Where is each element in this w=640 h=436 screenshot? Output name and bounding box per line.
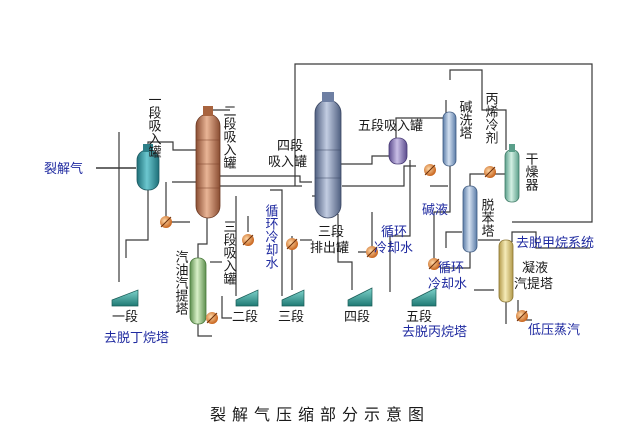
compressor-stage5 bbox=[411, 287, 437, 307]
stage2-suction-drum bbox=[195, 106, 221, 219]
stage3-discharge-drum bbox=[314, 92, 342, 219]
dryer-vessel bbox=[504, 144, 520, 203]
stage4-drum-label-line2: 吸入罐 bbox=[268, 155, 307, 170]
cracked-gas-label: 裂解气 bbox=[44, 161, 83, 177]
piping bbox=[96, 63, 593, 337]
cooling-water-c-label-line2: 冷却水 bbox=[428, 277, 467, 292]
cooler-icon bbox=[206, 312, 218, 324]
cooler-icon bbox=[484, 166, 496, 178]
debenzene-tower-label: 脱苯塔 bbox=[479, 198, 495, 237]
comp-stage3-label: 三段 bbox=[278, 310, 304, 325]
diagram-title: 裂解气压缩部分示意图 bbox=[210, 405, 430, 424]
cooler-icon bbox=[286, 238, 298, 250]
caustic-wash-tower bbox=[442, 111, 457, 167]
labels: 裂解气 一段吸入罐 二段吸入罐 三段吸入罐 汽油汽提塔 循环冷却水 碱洗塔 丙烯… bbox=[44, 92, 594, 424]
condensate-stripper-label-line1: 凝液 bbox=[522, 260, 548, 276]
comp-stage5-label: 五段 bbox=[406, 310, 432, 325]
vessels bbox=[136, 92, 520, 325]
compressor-stages bbox=[111, 287, 437, 307]
stage4-drum-label-line1: 四段 bbox=[277, 139, 303, 154]
comp-stage2-label: 二段 bbox=[232, 310, 258, 325]
cooling-water-c-label-line1: 循环 bbox=[438, 261, 464, 276]
stage3-discharge-label-line2: 排出罐 bbox=[310, 241, 349, 256]
stage1-suction-drum bbox=[136, 144, 160, 191]
stage1-drum-label: 一段吸入罐 bbox=[146, 93, 162, 158]
to-depropanizer-label: 去脱丙烷塔 bbox=[402, 325, 467, 340]
cooling-water-b-label-line1: 循环 bbox=[381, 225, 407, 240]
coolers bbox=[160, 164, 528, 324]
stage3-discharge-label-line1: 三段 bbox=[318, 225, 344, 240]
compressor-stage1 bbox=[111, 289, 139, 307]
cooler-icon bbox=[428, 258, 440, 270]
propylene-refrigerant-label: 丙烯冷剂 bbox=[483, 92, 499, 144]
cooler-icon bbox=[424, 164, 436, 176]
stage5-drum-label: 五段吸入罐 bbox=[358, 119, 423, 134]
cooler-icon bbox=[160, 216, 172, 228]
comp-stage4-label: 四段 bbox=[344, 310, 370, 325]
condensate-stripper bbox=[498, 239, 514, 303]
to-debutanizer-label: 去脱丁烷塔 bbox=[104, 331, 169, 346]
compressor-stage3 bbox=[281, 289, 305, 307]
compressor-stage2 bbox=[235, 289, 259, 307]
comp-stage1-label: 一段 bbox=[112, 310, 138, 325]
lp-steam-label: 低压蒸汽 bbox=[528, 323, 580, 338]
stage2-drum-label: 二段吸入罐 bbox=[221, 104, 237, 169]
stage5-suction-drum bbox=[388, 137, 408, 165]
gasoline-stripper bbox=[189, 257, 207, 325]
caustic-liquid-label: 碱液 bbox=[422, 203, 448, 218]
compressor-stage4 bbox=[347, 287, 373, 307]
debenzene-tower bbox=[462, 185, 478, 253]
cooling-water-a-label: 循环冷却水 bbox=[263, 204, 279, 269]
cooling-water-b-label-line2: 冷却水 bbox=[374, 241, 413, 256]
caustic-tower-label: 碱洗塔 bbox=[457, 100, 473, 139]
dryer-label: 干燥器 bbox=[523, 152, 539, 192]
cooler-icon bbox=[516, 310, 528, 322]
cooler-icon bbox=[366, 246, 378, 258]
to-demethanizer-label: 去脱甲烷系统 bbox=[516, 236, 594, 251]
cooler-icon bbox=[242, 234, 254, 246]
gasoline-stripper-label: 汽油汽提塔 bbox=[173, 250, 189, 315]
stage3-drum-label: 三段吸入罐 bbox=[221, 220, 237, 285]
condensate-stripper-label-line2: 汽提塔 bbox=[514, 276, 553, 292]
